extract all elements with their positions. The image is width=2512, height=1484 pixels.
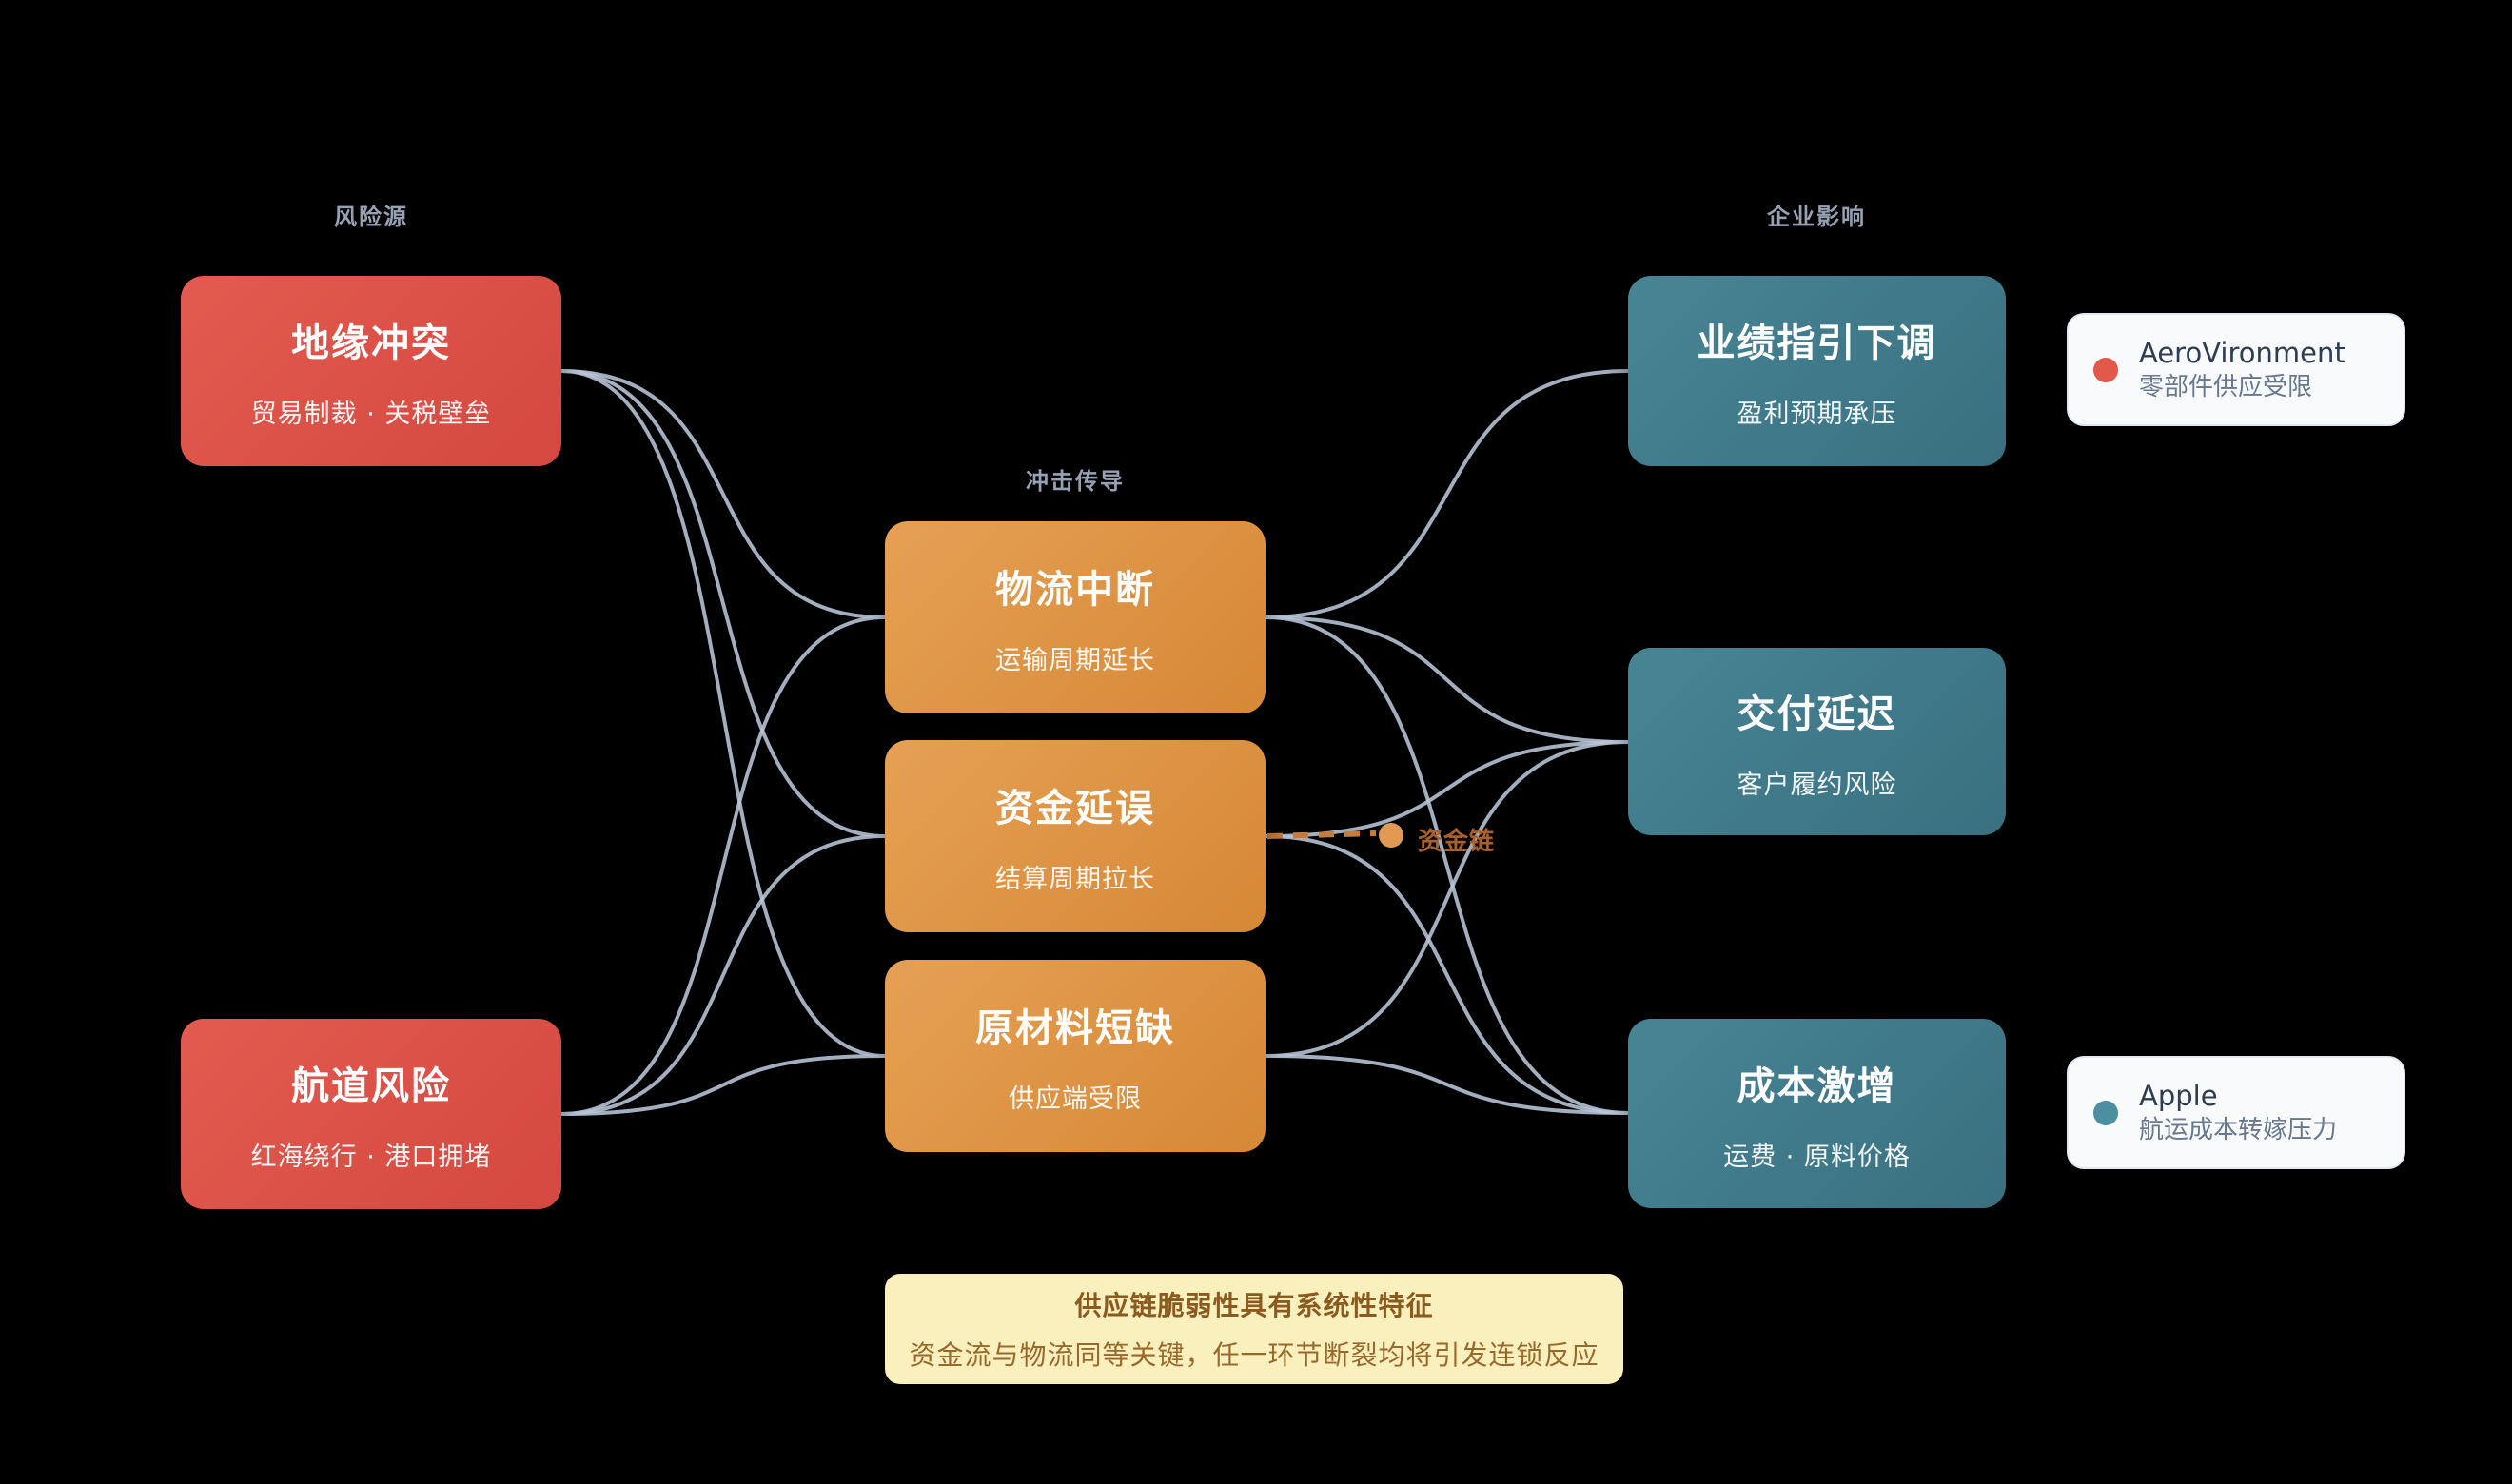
node-delivery-delay: 交付延迟 客户履约风险 [1628, 648, 2006, 835]
node-subtitle: 运输周期延长 [995, 646, 1155, 675]
case-card-apple: Apple 航运成本转嫁压力 [2067, 1056, 2405, 1169]
edge-materials-to-cost [1265, 1054, 1629, 1115]
node-title: 物流中断 [995, 568, 1155, 612]
case-company: AeroVironment [2139, 337, 2345, 369]
node-raw-material-shortage: 原材料短缺 供应端受限 [885, 960, 1266, 1152]
node-title: 地缘冲突 [291, 322, 451, 365]
case-company: Apple [2139, 1080, 2218, 1112]
footnote-box: 供应链脆弱性具有系统性特征 资金流与物流同等关键，任一环节断裂均将引发连锁反应 [885, 1274, 1623, 1384]
node-subtitle: 供应端受限 [1009, 1084, 1142, 1114]
node-subtitle: 贸易制裁 · 关税壁垒 [250, 400, 492, 429]
case-note: 航运成本转嫁压力 [2139, 1116, 2338, 1144]
case-card-aerovironment: AeroVironment 零部件供应受限 [2067, 313, 2405, 426]
node-shipping-lane-risk: 航道风险 红海绕行 · 港口拥堵 [181, 1019, 561, 1209]
node-title: 航道风险 [291, 1064, 451, 1108]
node-title: 原材料短缺 [975, 1006, 1175, 1050]
edge-capital-to-delivery [1265, 740, 1629, 838]
edge-geo-to-materials [560, 369, 886, 1058]
node-subtitle: 盈利预期承压 [1737, 400, 1897, 429]
edge-shipping-to-logistics [560, 615, 886, 1116]
column-label-risk-sources: 风险源 [334, 204, 408, 230]
column-label-enterprise-impact: 企业影响 [1767, 204, 1866, 230]
node-capital-delay: 资金延误 结算周期拉长 [885, 740, 1266, 932]
edge-logistics-to-guidance [1265, 369, 1629, 619]
capital-chain-flow-label: 资金链 [1418, 828, 1496, 856]
footnote-line1: 供应链脆弱性具有系统性特征 [1074, 1290, 1434, 1321]
edge-capital-to-cost [1265, 834, 1629, 1115]
node-geopolitical-conflict: 地缘冲突 贸易制裁 · 关税壁垒 [181, 276, 561, 466]
node-subtitle: 红海绕行 · 港口拥堵 [250, 1142, 492, 1172]
case-note: 零部件供应受限 [2139, 373, 2313, 401]
capital-chain-dashed-line [1266, 830, 1377, 839]
node-subtitle: 客户履约风险 [1737, 770, 1897, 800]
footnote-line2: 资金流与物流同等关键，任一环节断裂均将引发连锁反应 [909, 1339, 1599, 1371]
column-label-shock-transmission: 冲击传导 [1026, 468, 1125, 495]
edge-logistics-to-cost [1265, 615, 1629, 1115]
edge-materials-to-delivery [1265, 740, 1629, 1058]
edge-geo-to-capital [560, 369, 886, 838]
node-title: 资金延误 [995, 787, 1155, 830]
edge-geo-to-logistics [560, 369, 886, 619]
node-guidance-cut: 业绩指引下调 盈利预期承压 [1628, 276, 2006, 466]
capital-chain-flow-dot-icon [1379, 823, 1403, 848]
edge-logistics-to-delivery [1265, 615, 1629, 744]
node-title: 交付延迟 [1737, 692, 1897, 736]
node-logistics-disruption: 物流中断 运输周期延长 [885, 521, 1266, 713]
node-subtitle: 结算周期拉长 [995, 865, 1155, 894]
edge-shipping-to-materials [560, 1054, 886, 1116]
node-title: 成本激增 [1737, 1064, 1897, 1108]
case-dot-icon [2093, 1100, 2118, 1125]
case-dot-icon [2093, 357, 2118, 382]
node-title: 业绩指引下调 [1697, 322, 1937, 365]
node-cost-surge: 成本激增 运费 · 原料价格 [1628, 1019, 2006, 1208]
node-subtitle: 运费 · 原料价格 [1723, 1142, 1911, 1172]
edge-shipping-to-capital [560, 834, 886, 1116]
